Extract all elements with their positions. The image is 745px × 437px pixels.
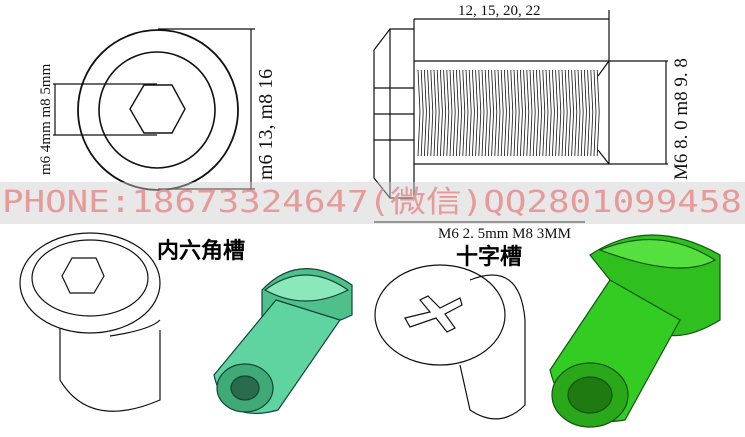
thread-line xyxy=(459,69,463,157)
thread-line xyxy=(424,69,427,157)
thread-line xyxy=(555,69,559,157)
thread-line xyxy=(545,69,549,157)
thread-line xyxy=(500,69,504,157)
thread-line xyxy=(475,69,479,157)
thread-line xyxy=(510,69,514,157)
watermark-text: PHONE:18673324647(微信)QQ2801099458 xyxy=(2,185,742,220)
thread-line xyxy=(440,69,443,157)
head-height-label: M6 2. 5mm M8 3MM xyxy=(438,226,571,242)
thread-line xyxy=(571,69,575,157)
thread-line xyxy=(478,69,482,157)
thread-line xyxy=(593,69,597,157)
thread-line xyxy=(558,69,562,157)
thread-line xyxy=(513,69,517,157)
thread-line xyxy=(564,69,568,157)
thread-line xyxy=(449,69,453,157)
green-insert-nut xyxy=(549,234,721,428)
top-view xyxy=(53,28,255,191)
thread-line xyxy=(561,69,565,157)
thread-line xyxy=(590,69,594,157)
thread-line xyxy=(504,69,507,157)
thread-line xyxy=(584,69,587,157)
thread-line xyxy=(446,69,450,157)
thread-line xyxy=(587,69,591,157)
thread-line xyxy=(462,69,466,157)
thread-line xyxy=(568,69,571,157)
thread-line xyxy=(520,69,523,157)
thread-line xyxy=(443,69,447,157)
thread-line xyxy=(430,69,434,157)
thread-line xyxy=(420,69,424,157)
teal-insert-nut xyxy=(213,268,353,414)
thread-line xyxy=(542,69,546,157)
length-label: 12, 15, 20, 22 xyxy=(458,3,541,19)
thread-line xyxy=(417,69,421,157)
thread-line xyxy=(468,69,472,157)
shank-diameter-label: M6 8. 0 m8 9. 8 xyxy=(671,58,692,180)
thread-line xyxy=(497,69,501,157)
thread-line xyxy=(536,69,539,157)
thread-line xyxy=(456,69,459,157)
thread-line xyxy=(552,69,555,157)
thread-line xyxy=(526,69,530,157)
thread-line xyxy=(516,69,520,157)
thread-line xyxy=(580,69,584,157)
hex-screw-drawing xyxy=(19,232,161,412)
side-view xyxy=(373,10,668,223)
thread-line xyxy=(491,69,495,157)
thread-line xyxy=(529,69,533,157)
thread-line xyxy=(427,69,431,157)
thread-line xyxy=(452,69,456,157)
thread-line xyxy=(481,69,485,157)
thread-line xyxy=(574,69,578,157)
thread-line xyxy=(436,69,440,157)
thread-line xyxy=(577,69,581,157)
thread-line xyxy=(484,69,488,157)
cross-screw-drawing xyxy=(374,264,526,420)
thread-line xyxy=(507,69,511,157)
head-diameter-label: m6 13, m8 16 xyxy=(255,69,277,180)
hex-size-label: m6 4mm m8 5mm xyxy=(38,63,54,175)
thread-line xyxy=(433,69,437,157)
thread-line xyxy=(472,69,475,157)
thread-line xyxy=(548,69,552,157)
thread-line xyxy=(488,69,491,157)
thread-line xyxy=(596,69,600,157)
thread-line xyxy=(523,69,527,157)
thread-line xyxy=(494,69,498,157)
thread-line xyxy=(465,69,469,157)
watermark-band xyxy=(0,182,745,224)
thread-line xyxy=(539,69,543,157)
thread-line xyxy=(532,69,536,157)
hex-socket-label: 内六角槽 xyxy=(157,238,245,264)
cross-slot-label: 十字槽 xyxy=(456,244,522,270)
